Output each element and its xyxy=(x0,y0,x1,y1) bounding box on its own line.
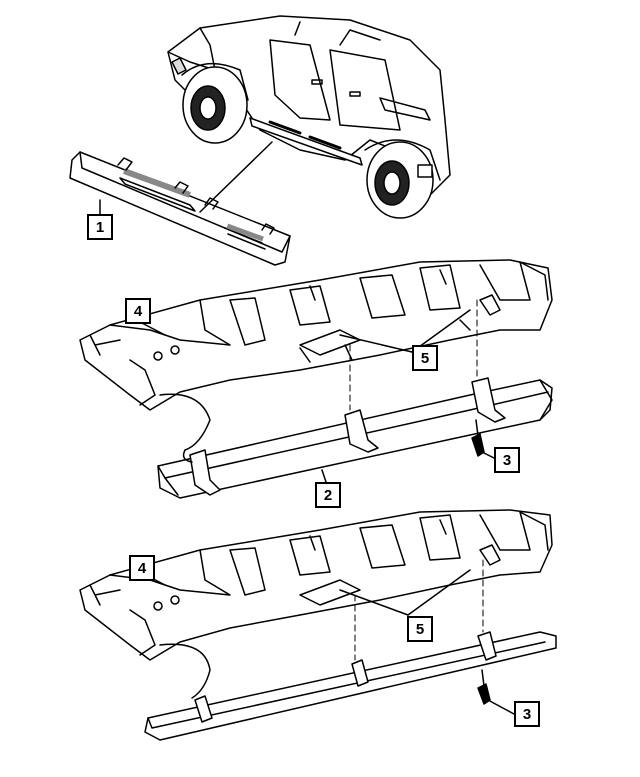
callout-3-upper: 3 xyxy=(494,447,520,473)
step-rail-part-2 xyxy=(157,377,553,499)
underbody-assembly-lower xyxy=(79,509,553,661)
callout-4-lower: 4 xyxy=(129,555,155,581)
callout-2: 2 xyxy=(315,482,341,508)
callout-1: 1 xyxy=(87,214,113,240)
callout-5-upper: 5 xyxy=(412,345,438,371)
callout-4-upper: 4 xyxy=(125,298,151,324)
callout-3-lower: 3 xyxy=(514,701,540,727)
step-rail-lower xyxy=(144,631,557,741)
callout-5-lower: 5 xyxy=(407,616,433,642)
vehicle-illustration xyxy=(167,15,451,219)
alignment-lines xyxy=(349,299,478,411)
running-board-part-1 xyxy=(69,151,291,266)
underbody-assembly-upper xyxy=(79,259,553,411)
leader-line xyxy=(199,141,273,213)
